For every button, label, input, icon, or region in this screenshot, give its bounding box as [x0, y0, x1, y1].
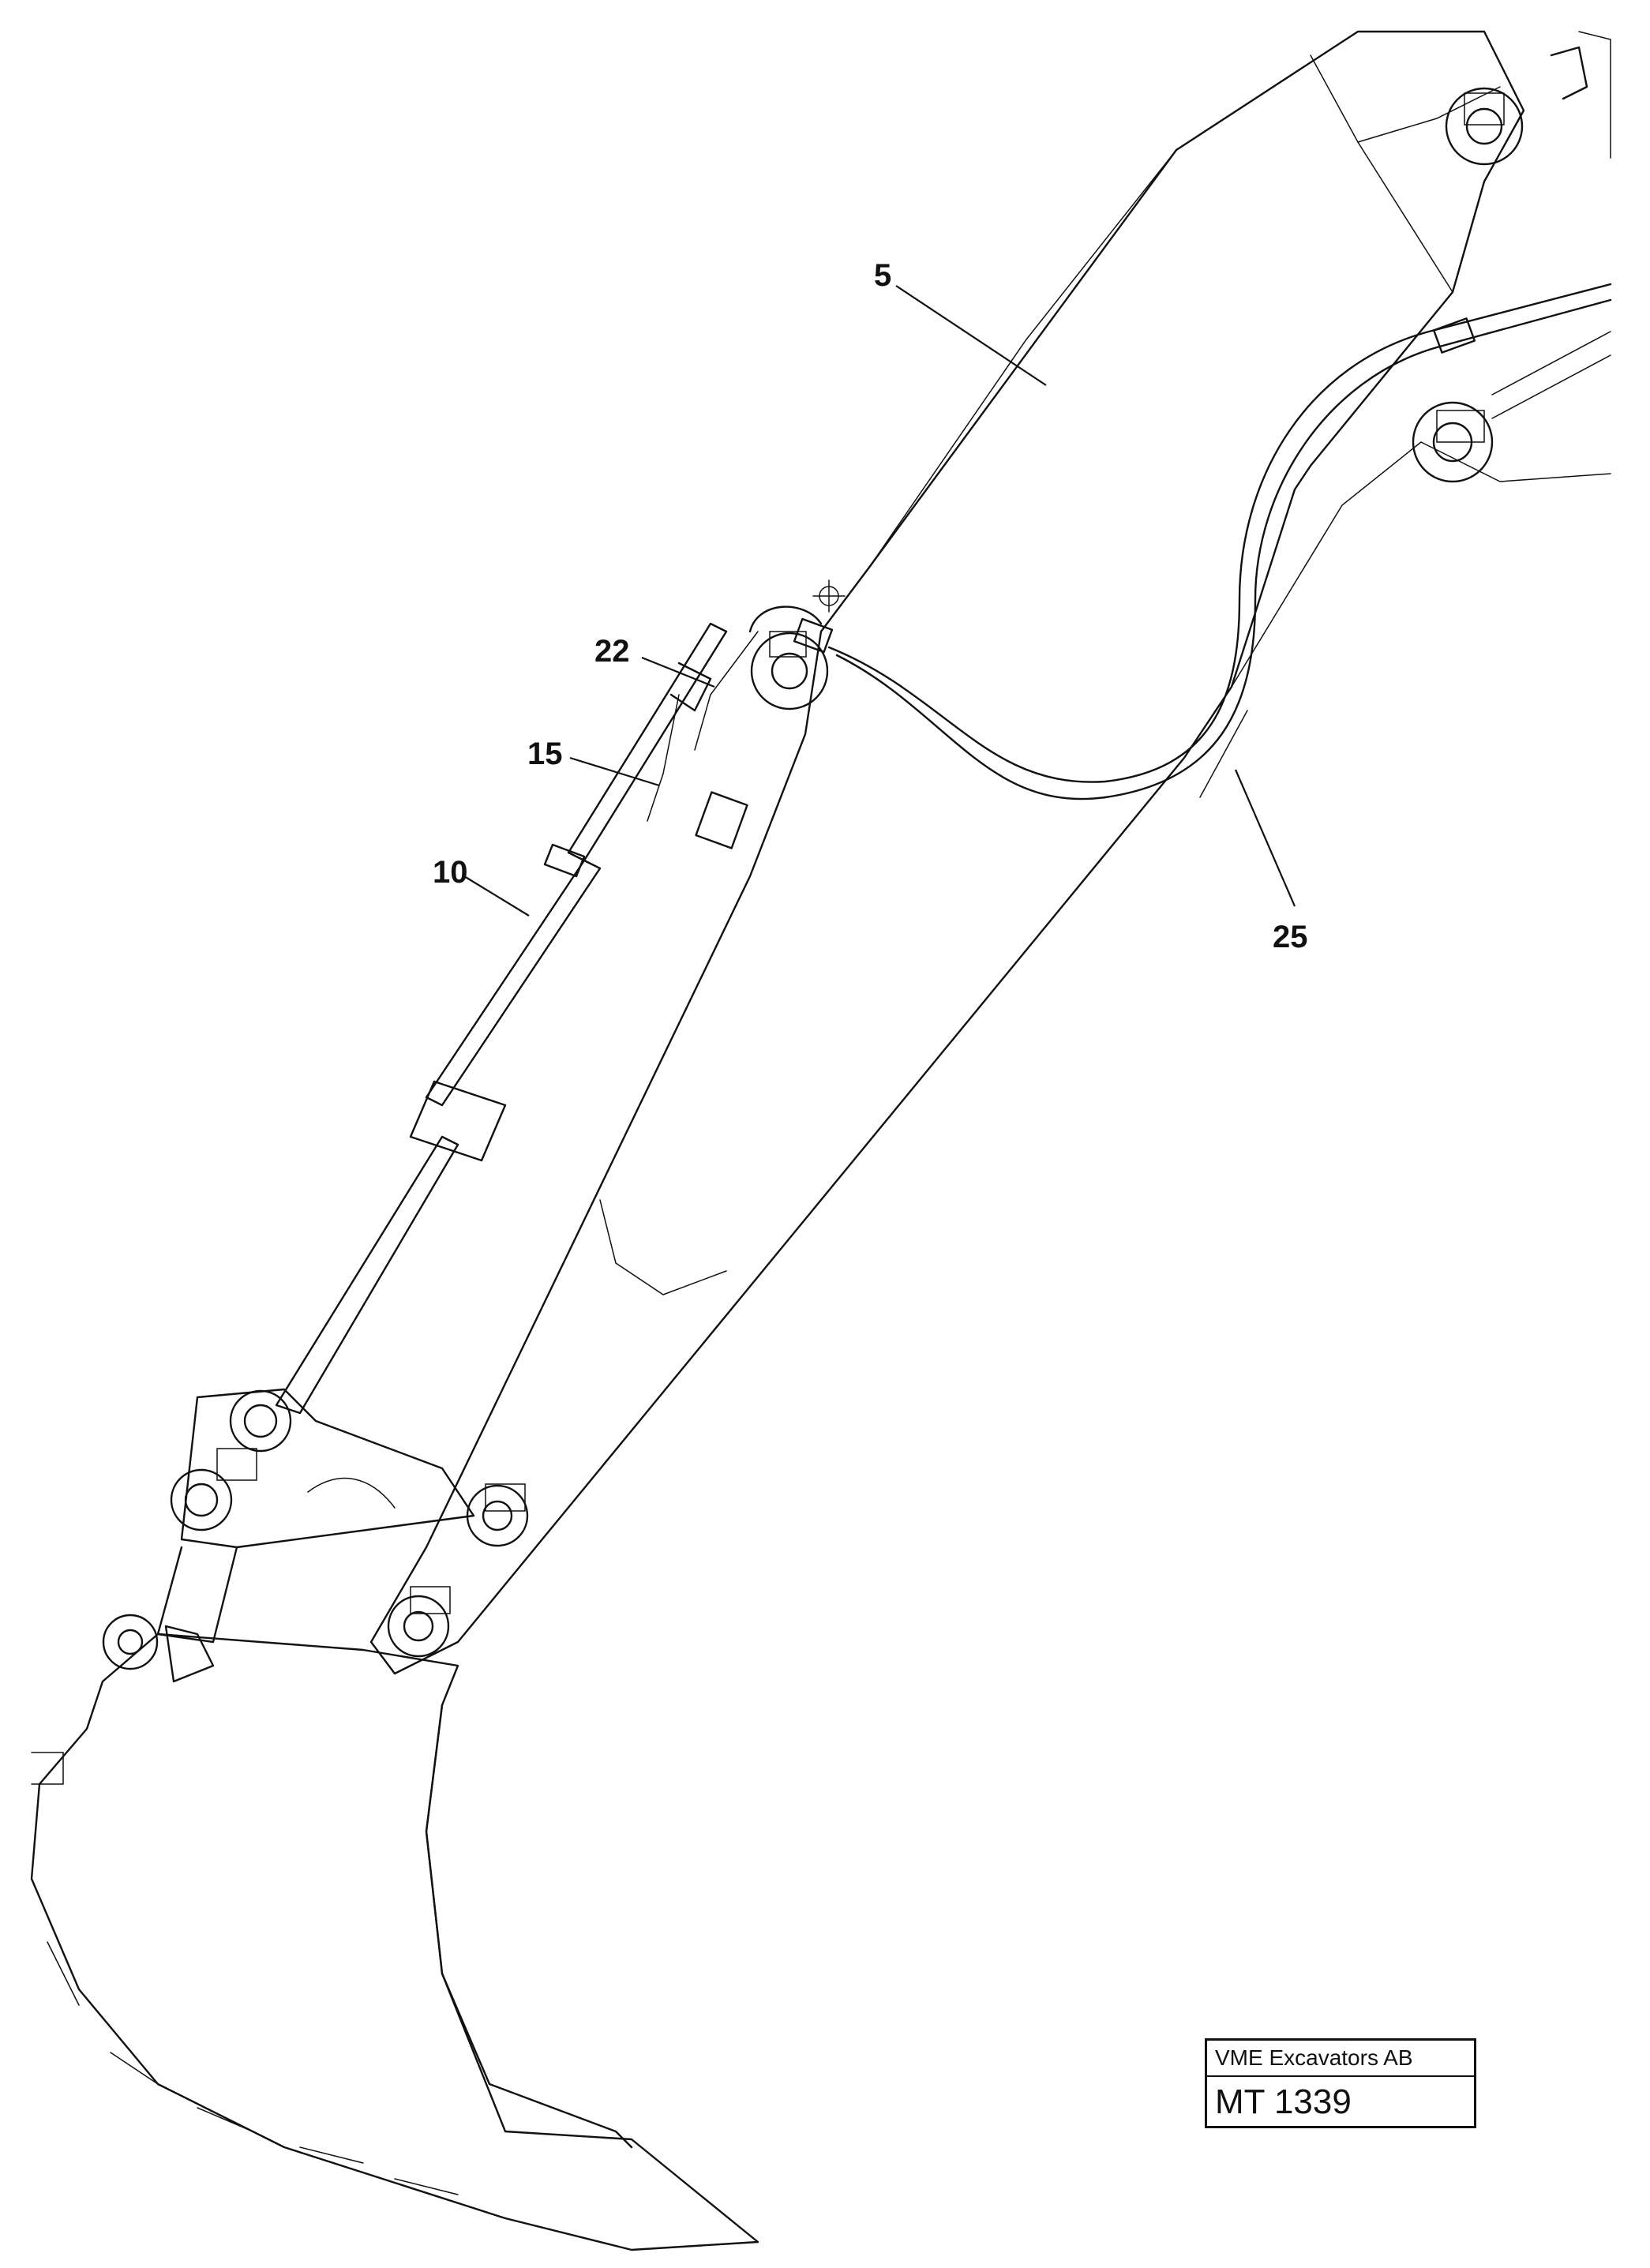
bucket-linkage [156, 1388, 475, 1644]
bucket [30, 1614, 759, 2251]
drawing-number: MT 1339 [1215, 2082, 1352, 2121]
title-block: VME Excavators AB MT 1339 [1205, 2038, 1476, 2128]
callout-5: 5 [874, 258, 891, 293]
bucket-cylinder [275, 622, 748, 1415]
cylinder-mount-pin [694, 605, 829, 751]
arm-lower-pins [387, 1483, 529, 1658]
company-name: VME Excavators AB [1207, 2041, 1474, 2077]
callout-22: 22 [594, 634, 630, 669]
top-pivot-pin [1445, 31, 1611, 166]
hydraulic-hose [793, 283, 1612, 800]
dipper-arm [369, 30, 1611, 1675]
callout-15: 15 [527, 737, 563, 771]
boom-pivot-pin [1412, 331, 1611, 483]
callout-10: 10 [433, 855, 468, 890]
callout-25: 25 [1273, 920, 1308, 954]
leader-lines [463, 285, 1296, 917]
